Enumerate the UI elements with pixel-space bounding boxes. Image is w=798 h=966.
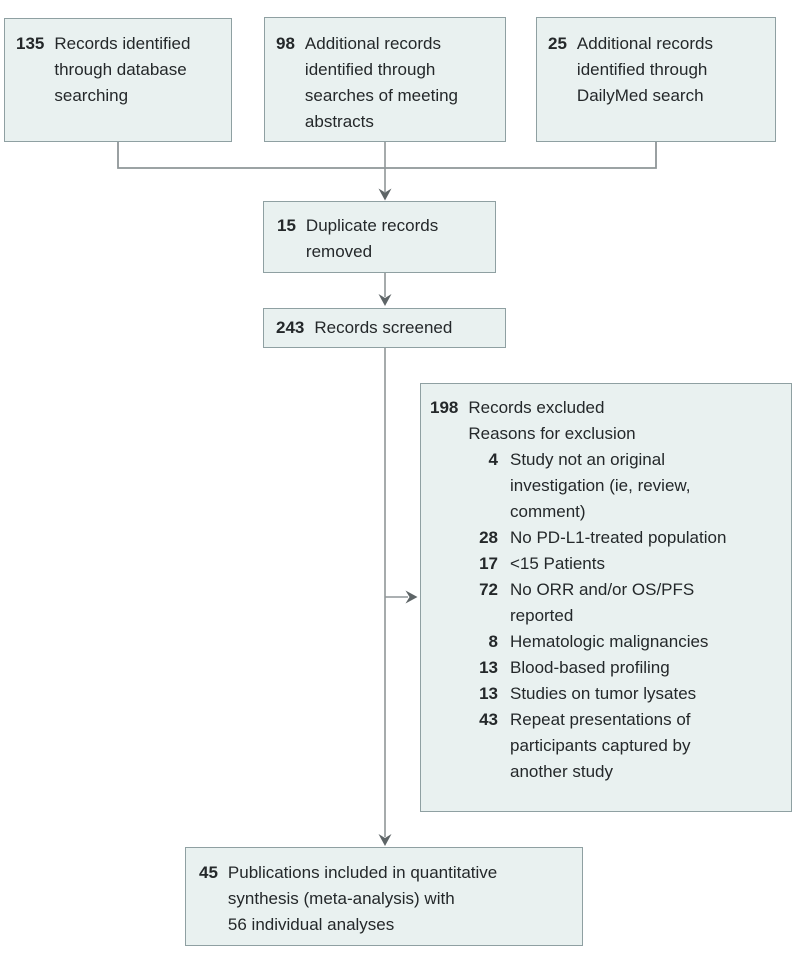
record-count: 45 xyxy=(199,863,218,882)
excluded-title: Records excluded Reasons for exclusion xyxy=(468,398,636,443)
record-count: 135 xyxy=(16,34,45,53)
exclusion-reason-row: 72 No ORR and/or OS/PFS reported xyxy=(430,577,783,629)
record-label: Records identified through database sear… xyxy=(54,34,191,105)
arrowhead-to-screened xyxy=(378,294,392,306)
record-label: Records screened xyxy=(314,318,453,337)
exclusion-reason-row: 28 No PD-L1-treated population xyxy=(430,525,783,551)
box-records-database-searching: 135 Records identified through database … xyxy=(4,18,232,142)
box-publications-included: 45 Publications included in quantitative… xyxy=(185,847,583,946)
reason-count: 13 xyxy=(479,684,498,703)
exclusion-reason-row: 17 <15 Patients xyxy=(430,551,783,577)
box-records-dailymed-search: 25 Additional records identified through… xyxy=(536,17,776,142)
record-count: 98 xyxy=(276,34,295,53)
reason-text: <15 Patients xyxy=(510,554,605,573)
record-count: 15 xyxy=(277,216,296,235)
record-count: 25 xyxy=(548,34,567,53)
exclusion-reason-row: 4 Study not an original investigation (i… xyxy=(430,447,783,525)
reason-text: No PD-L1-treated population xyxy=(510,528,727,547)
reason-text: Studies on tumor lysates xyxy=(510,684,697,703)
box-records-screened: 243 Records screened xyxy=(263,308,506,348)
excluded-count-row: 198 Records excluded Reasons for exclusi… xyxy=(430,395,783,447)
exclusion-reason-row: 43 Repeat presentations of participants … xyxy=(430,707,783,785)
record-count-row: 135 Records identified through database … xyxy=(16,31,221,109)
exclusion-reasons-list: 4 Study not an original investigation (i… xyxy=(430,447,783,785)
record-label: Additional records identified through Da… xyxy=(576,34,713,105)
arrowhead-to-duplicates xyxy=(378,188,392,201)
reason-text: No ORR and/or OS/PFS reported xyxy=(510,580,695,625)
arrowhead-to-excluded xyxy=(405,590,418,604)
reason-text: Study not an original investigation (ie,… xyxy=(510,450,691,521)
reason-text: Blood-based profiling xyxy=(510,658,670,677)
record-count-row: 98 Additional records identified through… xyxy=(276,31,495,135)
reason-text: Hematologic malignancies xyxy=(510,632,709,651)
record-label: Duplicate records removed xyxy=(305,216,439,261)
reason-text: Repeat presentations of participants cap… xyxy=(510,710,691,781)
box-duplicates-removed: 15 Duplicate records removed xyxy=(263,201,496,273)
reason-count: 72 xyxy=(479,580,498,599)
arrowhead-to-included xyxy=(378,834,392,846)
record-label: Publications included in quantitative sy… xyxy=(227,863,498,934)
exclusion-reason-row: 13 Blood-based profiling xyxy=(430,655,783,681)
exclusion-reason-row: 8 Hematologic malignancies xyxy=(430,629,783,655)
reason-count: 4 xyxy=(488,450,498,469)
merge-elbow-line xyxy=(117,142,657,169)
record-count-row: 45 Publications included in quantitative… xyxy=(199,860,572,938)
reason-count: 17 xyxy=(479,554,498,573)
excluded-count: 198 xyxy=(430,398,459,417)
record-count-row: 15 Duplicate records removed xyxy=(277,213,485,265)
exclusion-reason-row: 13 Studies on tumor lysates xyxy=(430,681,783,707)
reason-count: 28 xyxy=(479,528,498,547)
box-records-meeting-abstracts: 98 Additional records identified through… xyxy=(264,17,506,142)
reason-count: 13 xyxy=(479,658,498,677)
reason-count: 43 xyxy=(479,710,498,729)
record-count-row: 25 Additional records identified through… xyxy=(548,31,765,109)
reason-count: 8 xyxy=(488,632,498,651)
record-count: 243 xyxy=(276,318,305,337)
record-count-row: 243 Records screened xyxy=(276,315,495,341)
box-records-excluded: 198 Records excluded Reasons for exclusi… xyxy=(420,383,792,812)
record-label: Additional records identified through se… xyxy=(304,34,459,131)
